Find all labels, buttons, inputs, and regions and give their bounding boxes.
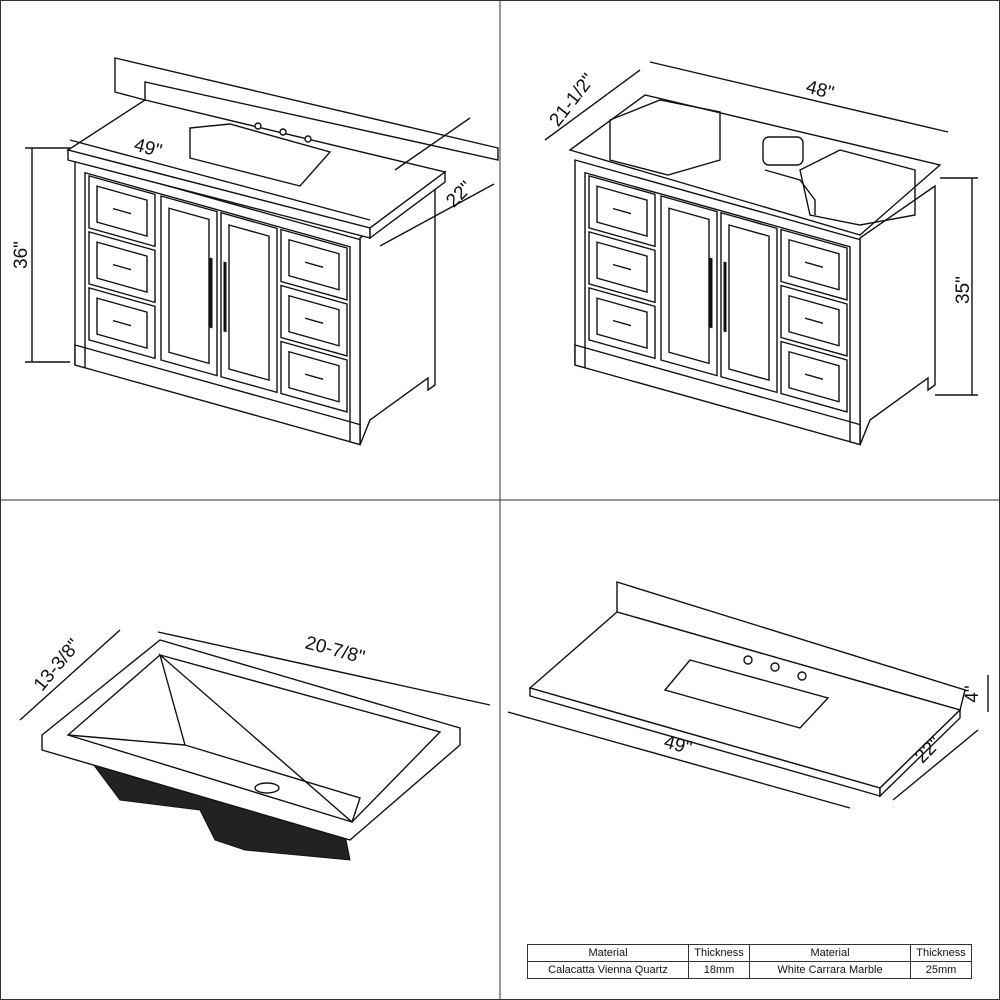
table-row: Calacatta Vienna Quartz 18mm White Carra… (527, 961, 972, 979)
cabinet-width-label: 48" (804, 77, 836, 105)
header-thickness: Thickness (688, 944, 750, 962)
material-table: Material Thickness Material Thickness Ca… (527, 944, 972, 979)
material-cell: White Carrara Marble (749, 961, 911, 979)
material-cell: Calacatta Vienna Quartz (527, 961, 689, 979)
backsplash-height-label: 4" (962, 685, 983, 702)
countertop-drawing (507, 581, 989, 809)
thickness-cell: 18mm (688, 961, 750, 979)
vanity-height-label: 36" (11, 241, 32, 269)
cabinet-height-label: 35" (953, 276, 974, 304)
sink-width-label: 20-7/8" (303, 632, 367, 668)
header-material: Material (527, 944, 689, 962)
cabinet-drawing (544, 61, 978, 447)
sink-drawing (19, 629, 491, 861)
cabinet-depth-label: 21-1/2" (545, 70, 599, 131)
table-header-row: Material Thickness Material Thickness (527, 944, 972, 962)
assembled-vanity-drawing (25, 57, 499, 447)
thickness-cell: 25mm (910, 961, 972, 979)
header-thickness: Thickness (910, 944, 972, 962)
header-material: Material (749, 944, 911, 962)
vanity-depth-label: 22" (442, 177, 477, 212)
